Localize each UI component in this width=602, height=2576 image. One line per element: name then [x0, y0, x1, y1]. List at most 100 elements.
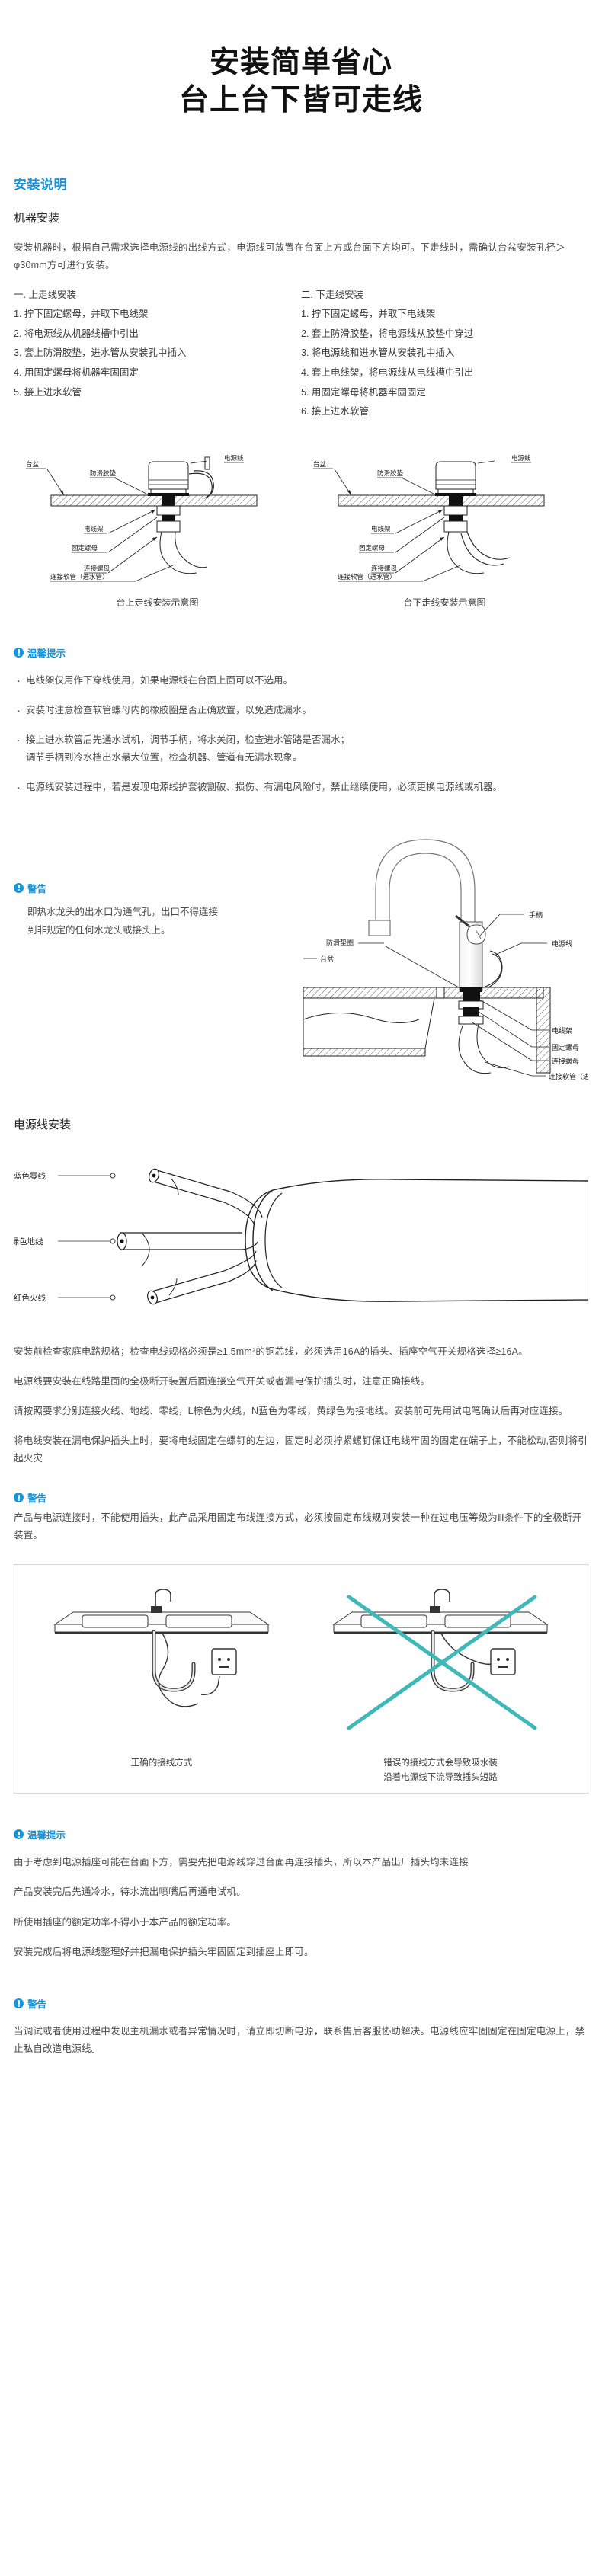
subsection-heading-machine: 机器安装 — [14, 212, 60, 226]
figure-correct: 正确的接线方式 — [22, 1579, 301, 1785]
warning-3-text: 当调试或者使用过程中发现主机漏水或者异常情况时，请立即切断电源，联系售后客服协助… — [14, 2025, 585, 2054]
subsection-heading-cable: 电源线安装 — [14, 1118, 72, 1131]
tips-2-paragraph-3: 所使用插座的额定功率不得小于本产品的额定功率。 — [14, 1916, 237, 1928]
label-rack: 电线架 — [84, 525, 104, 533]
warning-2-header: 警告 — [14, 1490, 588, 1505]
label-hose: 连接软管（进水管） — [549, 1072, 588, 1080]
list-item: 电源线安装过程中，若是发现电源线护套被割破、损伤、有漏电风险时，禁止继续使用，必… — [14, 777, 588, 798]
list-item: 4. 用固定螺母将机器牢固固定 — [14, 367, 139, 378]
list-item: 2. 套上防滑胶垫，将电源线从胶垫中穿过 — [301, 328, 474, 339]
tips-block-2: 温馨提示 由于考虑到电源插座可能在台面下方，需要先把电源线穿过台面再连接插头，所… — [14, 1827, 588, 1961]
warning-block-1: 警告 即热水龙头的出水口为通气孔，出口不得连接 到非规定的任何水龙头或接头上。 — [14, 830, 602, 1086]
list-item: 1. 拧下固定螺母，并取下电线架 — [301, 309, 436, 320]
warning-3-title: 警告 — [27, 1998, 47, 2010]
warning-block-2: 警告 产品与电源连接时，不能使用插头，此产品采用固定布线连接方式，必须按固定布线… — [14, 1490, 588, 1544]
label-pad: 防滑胶垫 — [90, 469, 117, 477]
steps-column-below-counter: 二. 下走线安装 1. 拧下固定螺母，并取下电线架 2. 套上防滑胶垫，将电源线… — [301, 286, 588, 422]
intro-paragraph: 安装机器时，根据自己需求选择电源线的出线方式，电源线可放置在台面上方或台面下方均… — [14, 242, 565, 271]
installation-diagrams: 台盆 防滑胶垫 电源线 电线架 固定螺母 连接螺母 连接软管（进水管） 台上走线… — [14, 436, 588, 609]
label-fix-nut: 固定螺母 — [359, 544, 385, 552]
list-item: 4. 套上电线架，将电源线从电线槽中引出 — [301, 367, 474, 378]
label-red-live: 红色火线 — [14, 1293, 46, 1303]
figure-correct-caption: 正确的接线方式 — [130, 1758, 193, 1768]
warning-block-3: 警告 当调试或者使用过程中发现主机漏水或者异常情况时，请立即切断电源，联系售后客… — [14, 1996, 588, 2099]
label-pad: 防滑垫圈 — [326, 938, 354, 946]
label-blue-neutral: 蓝色零线 — [14, 1171, 46, 1181]
cable-paragraph-2: 电源线要安装在线路里面的全极断开装置后面连接空气开关或者漏电保护插头时，注意正确… — [14, 1375, 431, 1387]
faucet-diagram: 手柄 电源线 防滑垫圈 台盆 电线架 固定螺母 — [303, 830, 602, 1086]
label-yellow-green-earth: 黄绿色地线 — [14, 1237, 43, 1246]
tips-2-paragraph-4: 安装完成后将电源线整理好并把漏电保护插头牢固固定到插座上即可。 — [14, 1946, 314, 1957]
tips-1-list: 电线架仅用作下穿线使用，如果电源线在台面上面可以不选用。 安装时注意检查软管螺母… — [14, 670, 588, 798]
label-pad: 防滑胶垫 — [377, 469, 404, 477]
diagram-above-counter: 台盆 防滑胶垫 电源线 电线架 固定螺母 连接螺母 连接软管（进水管） 台上走线… — [14, 436, 301, 609]
list-item: 3. 将电源线和进水管从安装孔中插入 — [301, 347, 455, 359]
list-item: 2. 将电源线从机器线槽中引出 — [14, 328, 139, 339]
exclamation-icon — [14, 1829, 24, 1840]
hero-banner: 安装简单省心 台上台下皆可走线 — [0, 0, 602, 130]
cable-paragraph-1: 安装前检查家庭电路规格；检查电线规格必须是≥1.5mm²的铜芯线，必须选用16A… — [14, 1346, 528, 1357]
warning-1-header: 警告 — [14, 881, 303, 895]
hero-line-1: 安装简单省心 — [209, 46, 392, 79]
cable-paragraph-3: 请按照要求分别连接火线、地线、零线，L棕色为火线，N蓝色为零线，黄绿色为接地线。… — [14, 1405, 568, 1416]
cable-diagram: 蓝色零线 黄绿色地线 红色火线 — [3, 1150, 589, 1330]
list-item: 6. 接上进水软管 — [301, 406, 369, 418]
label-handle: 手柄 — [529, 910, 543, 919]
diagram-above-counter-drawing: 台盆 防滑胶垫 电源线 电线架 固定螺母 连接螺母 连接软管（进水管） — [25, 454, 257, 582]
tips-block-1: 温馨提示 电线架仅用作下穿线使用，如果电源线在台面上面可以不选用。 安装时注意检… — [14, 645, 588, 798]
figure-wrong-drawing — [332, 1589, 549, 1730]
diagram-below-counter: 台盆 防滑胶垫 电源线 电线架 固定螺母 连接螺母 连接软管（进水管） 台下走线… — [301, 436, 588, 609]
wiring-comparison-figure: 正确的接线方式 — [14, 1564, 588, 1794]
warning-3-header: 警告 — [14, 1996, 588, 2011]
diagram-below-counter-drawing: 台盆 防滑胶垫 电源线 电线架 固定螺母 连接螺母 连接软管（进水管） — [312, 454, 544, 582]
tips-1-item-3-line-2: 调节手柄到冷水档出水最大位置，检查机器、管道有无漏水现象。 — [26, 752, 303, 763]
label-basin: 台盆 — [320, 955, 334, 963]
exclamation-icon — [14, 1998, 24, 2008]
diagram-caption-below: 台下走线安装示意图 — [403, 597, 486, 608]
figure-wrong: 错误的接线方式会导致吸水装 沿着电源线下流导致插头短路 — [301, 1579, 580, 1785]
tips-1-title: 温馨提示 — [27, 648, 66, 659]
label-conn-nut: 连接螺母 — [552, 1057, 579, 1065]
warning-1-line-1: 即热水龙头的出水口为通气孔，出口不得连接 — [27, 906, 219, 917]
page-title: 安装简单省心 台上台下皆可走线 — [0, 44, 602, 119]
hero-line-2: 台上台下皆可走线 — [178, 84, 423, 117]
steps-column-above-counter: 一. 上走线安装 1. 拧下固定螺母，并取下电线架 2. 将电源线从机器线槽中引… — [14, 286, 301, 422]
label-conn-nut: 连接螺母 — [371, 565, 397, 572]
figure-wrong-caption-line-1: 错误的接线方式会导致吸水装 — [383, 1758, 498, 1768]
cable-diagram-drawing: 蓝色零线 黄绿色地线 红色火线 — [3, 1168, 589, 1304]
warning-1-text: 警告 即热水龙头的出水口为通气孔，出口不得连接 到非规定的任何水龙头或接头上。 — [14, 830, 303, 940]
list-item: 5. 接上进水软管 — [14, 386, 82, 398]
exclamation-icon — [14, 882, 24, 893]
label-rack: 电线架 — [552, 1026, 572, 1035]
figure-wrong-caption-line-2: 沿着电源线下流导致插头短路 — [383, 1773, 498, 1783]
diagram-caption-above: 台上走线安装示意图 — [116, 597, 199, 608]
list-item: 3. 套上防滑胶垫，进水管从安装孔中插入 — [14, 347, 187, 359]
tips-2-paragraph-2: 产品安装完后先通冷水，待水流出喷嘴后再通电试机。 — [14, 1886, 246, 1898]
list-item: 电线架仅用作下穿线使用，如果电源线在台面上面可以不选用。 — [14, 670, 588, 692]
label-basin: 台盆 — [313, 460, 327, 468]
warning-1-title: 警告 — [27, 883, 47, 894]
tips-1-header: 温馨提示 — [14, 645, 588, 660]
figure-wrong-caption: 错误的接线方式会导致吸水装 沿着电源线下流导致插头短路 — [301, 1756, 580, 1785]
cable-paragraph-4: 将电线安装在漏电保护插头上时，要将电线固定在螺钉的左边，固定时必须拧紧螺钉保证电… — [14, 1435, 588, 1464]
steps-head-below: 二. 下走线安装 — [301, 289, 363, 300]
label-power: 电源线 — [224, 454, 244, 462]
label-power: 电源线 — [511, 454, 531, 462]
list-item: 安装时注意检查软管螺母内的橡胶圈是否正确放置，以免造成漏水。 — [14, 700, 588, 722]
label-conn-nut: 连接螺母 — [84, 565, 110, 572]
list-item: 5. 用固定螺母将机器牢固固定 — [301, 386, 426, 398]
tips-2-title: 温馨提示 — [27, 1830, 66, 1842]
label-hose: 连接软管（进水管） — [50, 573, 109, 581]
label-hose: 连接软管（进水管） — [338, 573, 396, 581]
tips-2-paragraph-1: 由于考虑到电源插座可能在台面下方，需要先把电源线穿过台面再连接插头，所以本产品出… — [14, 1857, 469, 1868]
tips-2-header: 温馨提示 — [14, 1827, 588, 1842]
product-install-page: 安装简单省心 台上台下皆可走线 安装说明 机器安装 安装机器时，根据自己需求选择… — [0, 0, 602, 2099]
label-rack: 电线架 — [371, 525, 391, 533]
steps-head-above: 一. 上走线安装 — [14, 289, 76, 300]
warning-2-title: 警告 — [27, 1493, 47, 1505]
steps-columns: 一. 上走线安装 1. 拧下固定螺母，并取下电线架 2. 将电源线从机器线槽中引… — [14, 286, 588, 422]
label-basin: 台盆 — [26, 460, 40, 468]
exclamation-icon — [14, 647, 24, 658]
list-item: 1. 拧下固定螺母，并取下电线架 — [14, 309, 149, 320]
section-heading-install: 安装说明 — [14, 178, 67, 193]
